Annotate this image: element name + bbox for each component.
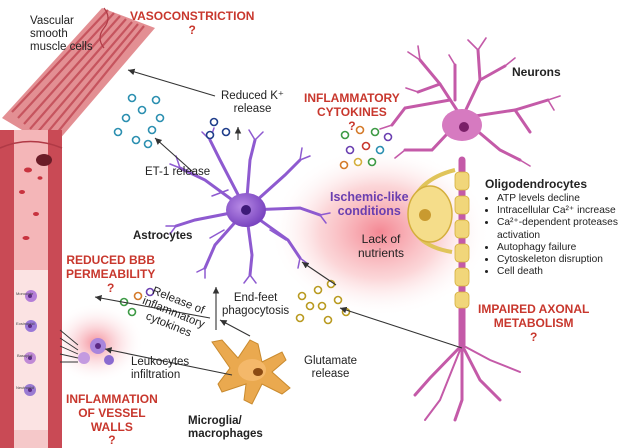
label-inflammatory-cytokines: INFLAMMATORY CYTOKINES ?: [304, 91, 400, 133]
oligo-effect-item: Cell death: [497, 266, 637, 278]
label-neurons: Neurons: [512, 65, 561, 79]
et1-molecules: [113, 93, 165, 149]
oligodendrocyte-effects-list: ATP levels decline Intracellular Ca²⁺ in…: [485, 193, 637, 278]
oligodendrocyte: [407, 168, 470, 309]
label-lack-of-nutrients: Lack of nutrients: [358, 232, 405, 260]
label-endfeet-phagocytosis: End-feet phagocytosis: [222, 292, 290, 318]
vessel-cell-label: Monocyte: [16, 291, 34, 296]
pathway-arrows: [94, 68, 463, 376]
oligo-effect-item: Intracellular Ca²⁺ increase: [497, 205, 637, 217]
label-impaired-axonal-metabolism: IMPAIRED AXONAL METABOLISM ?: [478, 302, 590, 344]
potassium-molecules: [205, 117, 231, 140]
oligo-effect-item: Cytoskeleton disruption: [497, 254, 637, 266]
label-reduced-k-release: Reduced K⁺ release: [221, 90, 284, 116]
label-glutamate-release: Glutamate release: [304, 355, 358, 381]
neuron: [379, 37, 561, 422]
label-vascular-smooth-muscle: Vascular smooth muscle cells: [30, 15, 93, 54]
label-oligodendrocytes: Oligodendrocytes: [485, 177, 588, 191]
label-inflammation-of-vessel-walls: INFLAMMATION OF VESSEL WALLS ?: [66, 392, 158, 448]
label-vasoconstriction: VASOCONSTRICTION ?: [130, 9, 255, 37]
label-leukocytes-infiltration: Leukocytes infiltration: [131, 356, 190, 382]
oligo-effect-item: Autophagy failure: [497, 242, 637, 254]
microglia: [211, 339, 291, 405]
infiltrating-leukocytes: [59, 329, 114, 365]
blood-vessel: [0, 7, 155, 448]
neuron-nucleus: [459, 122, 469, 132]
cytokine-molecules: [339, 125, 393, 170]
glutamate-molecules: [295, 279, 351, 325]
label-et1-release: ET-1 release: [145, 166, 211, 178]
label-microglia-macrophages: Microglia/ macrophages: [188, 415, 263, 441]
oligo-effect-item: ATP levels decline: [497, 193, 637, 205]
label-reduced-bbb-permeability: REDUCED BBB PERMEABILITY ?: [66, 253, 156, 295]
vessel-cell-label: Neutrophil: [16, 385, 35, 390]
vessel-cell-label: Eosinophil: [16, 321, 35, 326]
vessel-cell-label: Basophil: [17, 353, 33, 358]
vessel-leukocytes: [24, 290, 37, 396]
oligo-effect-item: Ca²⁺-dependent proteases activation: [497, 217, 637, 241]
label-astrocytes: Astrocytes: [133, 230, 193, 242]
label-ischemic-like-conditions: Ischemic-like conditions: [330, 190, 409, 219]
astrocyte-nucleus: [241, 205, 251, 215]
